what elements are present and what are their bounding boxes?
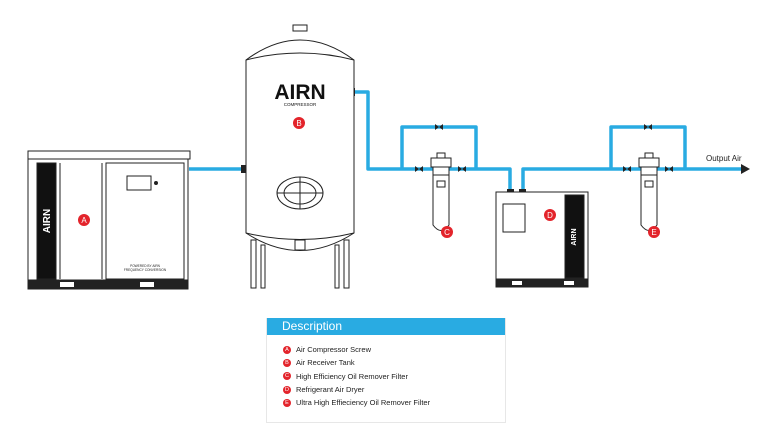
badge-d: D: [544, 209, 556, 221]
list-item: C High Efficiency Oil Remover Filter: [283, 370, 505, 383]
output-arrow-icon: [741, 164, 750, 174]
list-item-label: Air Compressor Screw: [296, 345, 372, 355]
tank-legs: [250, 239, 350, 289]
valves: [415, 124, 673, 172]
output-air-label: Output Air: [706, 154, 742, 163]
badge-icon: D: [283, 385, 291, 394]
air-receiver-tank: [245, 24, 355, 289]
list-item: B Air Receiver Tank: [283, 356, 505, 369]
tank-logo-sub: COMPRESSOR: [284, 102, 317, 107]
dryer-base: [495, 278, 589, 288]
tank-seam-top: [245, 52, 355, 61]
list-item: A Air Compressor Screw: [283, 343, 505, 356]
compressor-plate-line-2: FREQUENCY CONVERSION: [124, 268, 167, 272]
badge-a: A: [78, 214, 90, 226]
dryer-logo: AIRN: [571, 228, 578, 245]
tank-logo: AIRN: [274, 81, 325, 104]
compressor-plate-line-1: POWERED BY AIRN: [130, 264, 161, 268]
list-item-label: Refrigerant Air Dryer: [296, 385, 365, 395]
valve-icon: [458, 166, 466, 172]
badge-b: B: [293, 117, 305, 129]
oil-remover-filter-c: [430, 152, 452, 231]
refrigerant-air-dryer: [495, 191, 589, 288]
svg-text:A: A: [81, 216, 87, 225]
svg-text:B: B: [296, 119, 301, 128]
air-compressor: [27, 150, 191, 290]
tank-body: [245, 39, 355, 251]
list-item: E Ultra High Effieciency Oil Remover Fil…: [283, 396, 505, 409]
compressor-button-icon: [154, 181, 158, 185]
list-item-label: Air Receiver Tank: [296, 358, 355, 368]
list-item-label: Ultra High Effieciency Oil Remover Filte…: [296, 398, 431, 408]
dryer-window: [502, 203, 526, 233]
badge-icon: E: [283, 398, 291, 407]
tank-drain-valve: [294, 239, 306, 251]
description-title: Description: [267, 318, 505, 335]
valve-icon: [623, 166, 631, 172]
badge-icon: B: [283, 358, 291, 367]
list-item: D Refrigerant Air Dryer: [283, 383, 505, 396]
dryer-black-panel: [564, 194, 585, 279]
valve-icon: [435, 124, 443, 130]
oil-remover-filter-e: [638, 152, 660, 231]
badge-e: E: [648, 226, 660, 238]
description-panel: Description A Air Compressor Screw B Air…: [266, 318, 506, 423]
compressor-top-cap: [27, 150, 191, 160]
badge-c: C: [441, 226, 453, 238]
connector: [241, 165, 246, 173]
compressor-black-panel: [36, 162, 57, 280]
valve-icon: [415, 166, 423, 172]
svg-text:C: C: [444, 228, 450, 237]
tank-top-nozzle: [292, 24, 308, 32]
pipe-dryer-out: [521, 167, 745, 192]
tank-seam-bottom: [245, 232, 355, 240]
svg-text:D: D: [547, 211, 553, 220]
description-list: A Air Compressor Screw B Air Receiver Ta…: [267, 335, 505, 409]
compressor-screen: [126, 175, 152, 191]
badge-icon: A: [283, 345, 291, 354]
compressor-logo: AIRN: [42, 209, 53, 233]
valve-icon: [644, 124, 652, 130]
pipe-tank-top: [355, 90, 512, 192]
valve-icon: [665, 166, 673, 172]
badge-icon: C: [283, 372, 291, 381]
compressor-base: [27, 279, 189, 290]
svg-text:E: E: [651, 228, 656, 237]
list-item-label: High Efficiency Oil Remover Filter: [296, 371, 408, 381]
